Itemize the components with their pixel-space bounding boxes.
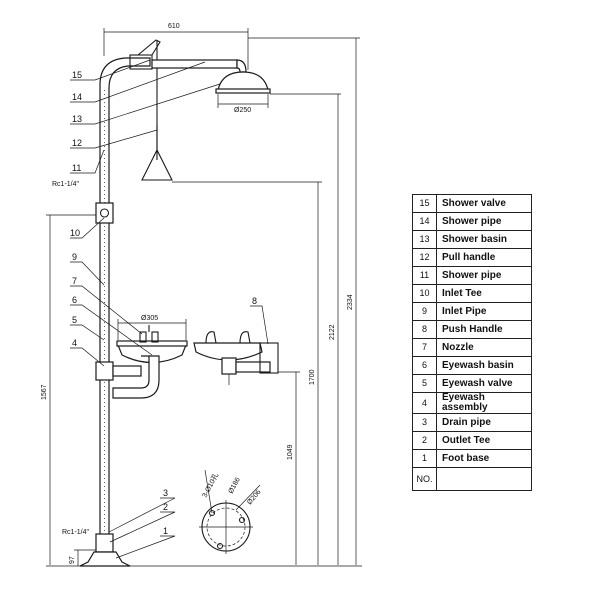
callout-1: 1 [163, 526, 168, 536]
part-name: Eyewash basin [436, 356, 532, 375]
part-name: Shower basin [436, 230, 532, 249]
part-name: Eyewash assembly [436, 392, 532, 414]
dimension-lines [46, 28, 362, 567]
shower-horizontal-pipe [151, 59, 247, 73]
dimension-labels: 610 Ø250 Ø305 2334 2122 1700 1049 1567 9… [41, 23, 354, 564]
part-name: Shower pipe [436, 266, 532, 285]
foot-base [79, 551, 131, 567]
eyewash-assembly [95, 325, 279, 399]
part-no: 6 [412, 356, 437, 375]
footer-name [436, 467, 532, 491]
part-name: Inlet Pipe [436, 302, 532, 321]
callout-5: 5 [72, 315, 77, 325]
part-no: 2 [412, 431, 437, 450]
part-name: Foot base [436, 449, 532, 468]
callout-15: 15 [72, 70, 82, 80]
dim-2122: 2122 [329, 324, 336, 340]
part-no: 7 [412, 338, 437, 357]
part-no: 11 [412, 266, 437, 285]
thread-bottom-label: Rc1-1/4" [62, 529, 90, 536]
part-name: Drain pipe [436, 413, 532, 432]
callout-9: 9 [72, 252, 77, 262]
base-bolt-circle [199, 469, 261, 554]
outlet-tee [95, 533, 114, 553]
callout-11: 11 [72, 163, 81, 173]
dim-1700: 1700 [309, 369, 316, 385]
callout-leaders [70, 59, 269, 559]
dim-shower-dia: Ø250 [234, 107, 251, 114]
callout-6: 6 [72, 295, 77, 305]
dim-97: 97 [69, 556, 76, 564]
callout-13: 13 [72, 114, 82, 124]
part-name: Eyewash valve [436, 374, 532, 393]
dim-basin-dia: Ø305 [141, 315, 158, 322]
dim-1049: 1049 [287, 444, 294, 460]
part-no: 5 [412, 374, 437, 393]
footer-no: NO. [412, 467, 437, 491]
part-no: 1 [412, 449, 437, 468]
part-no: 10 [412, 284, 437, 303]
callout-8: 8 [252, 296, 257, 306]
part-no: 15 [412, 194, 437, 213]
callout-7: 7 [72, 276, 77, 286]
part-no: 13 [412, 230, 437, 249]
shower-head [215, 71, 271, 94]
part-no: 3 [412, 413, 437, 432]
dim-1567: 1567 [41, 384, 48, 400]
callout-10: 10 [70, 228, 80, 238]
main-pipe [99, 57, 151, 561]
callout-14: 14 [72, 92, 82, 102]
dim-610: 610 [168, 23, 180, 30]
part-name: Pull handle [436, 248, 532, 267]
dim-2334: 2334 [347, 294, 354, 310]
part-name: Outlet Tee [436, 431, 532, 450]
part-no: 12 [412, 248, 437, 267]
part-no: 9 [412, 302, 437, 321]
part-no: 4 [412, 392, 437, 414]
part-name: Nozzle [436, 338, 532, 357]
dim-hole-206: Ø206 [246, 489, 262, 507]
callout-numbers: 15 14 13 12 11 10 9 7 6 5 4 3 2 1 8 [70, 70, 257, 536]
inlet-tee [95, 202, 114, 224]
callout-3: 3 [163, 488, 168, 498]
callout-4: 4 [72, 338, 77, 348]
part-no: 14 [412, 212, 437, 231]
dim-hole-186: Ø186 [228, 476, 242, 495]
part-name: Inlet Tee [436, 284, 532, 303]
dim-hole-3x: 3-Ø10孔 [201, 472, 220, 499]
part-name: Shower valve [436, 194, 532, 213]
part-name: Push Handle [436, 320, 532, 339]
pull-handle [141, 125, 173, 181]
part-name: Shower pipe [436, 212, 532, 231]
table-footer-row: NO. [412, 467, 532, 491]
callout-12: 12 [72, 138, 82, 148]
part-no: 8 [412, 320, 437, 339]
callout-2: 2 [163, 502, 168, 512]
thread-top-label: Rc1-1/4" [52, 181, 80, 188]
